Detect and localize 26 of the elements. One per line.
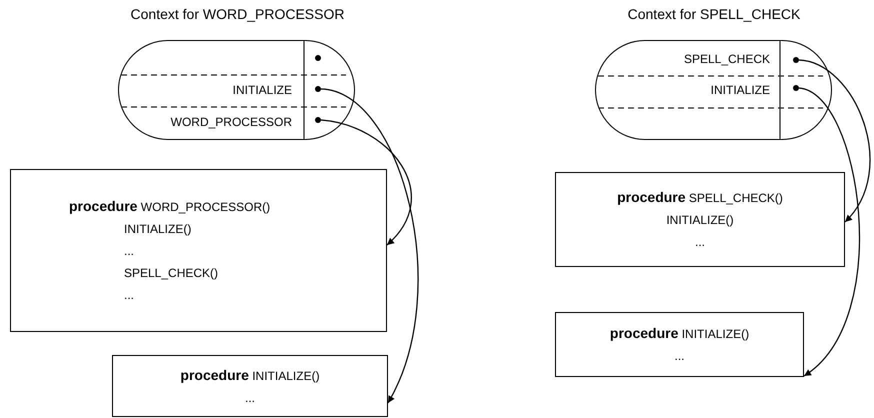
code-line: ... [244,390,255,406]
code-line: ... [124,243,134,259]
pointer-arrow [320,88,419,404]
identifier-text: WORD_PROCESSOR [122,107,298,137]
code-line: SPELL_CHECK() [124,265,218,281]
context-heading: Context for SPELL_CHECK [626,5,802,24]
identifier-text: SPELL_CHECK [600,45,776,73]
code-line: ... [674,348,684,364]
procedure-heading: procedure INITIALIZE() [610,325,750,342]
pointer-arrow [798,59,870,222]
code-line: ... [694,234,705,250]
code-line: INITIALIZE() [666,212,734,228]
identifier-text: INITIALIZE [122,76,298,104]
pointer-arrow [320,119,412,246]
procedure-box [112,355,388,417]
procedure-box [10,169,387,332]
code-line: INITIALIZE() [124,221,192,237]
procedure-box [555,172,845,267]
pointer-arrow [798,87,860,376]
procedure-box [555,312,804,377]
identifier-text: INITIALIZE [600,76,776,104]
code-line: ... [124,287,134,303]
procedure-heading: procedure WORD_PROCESSOR() [69,198,270,215]
procedure-heading: procedure INITIALIZE() [180,366,320,384]
context-heading: Context for WORD_PROCESSOR [130,5,346,24]
procedure-heading: procedure SPELL_CHECK() [617,189,783,206]
